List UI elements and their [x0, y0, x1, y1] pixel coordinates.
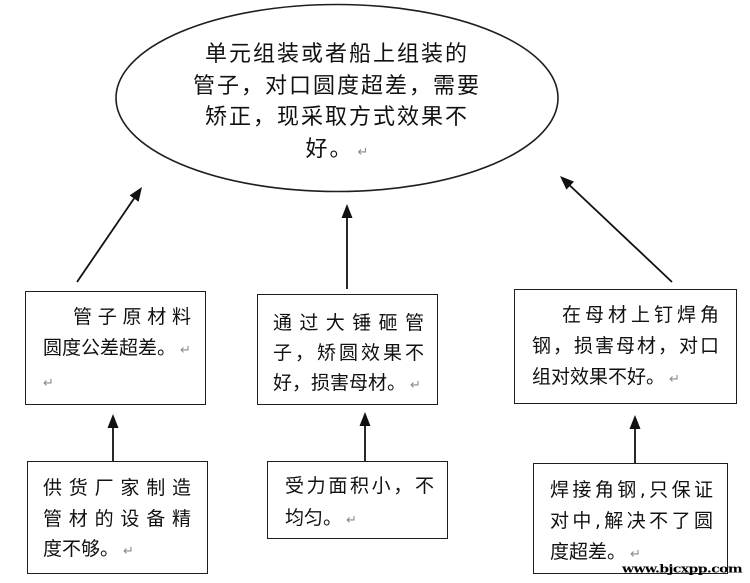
- paragraph-mark-icon: ↵: [410, 378, 421, 393]
- top-node-ellipse: [115, 3, 559, 193]
- arrow-center-to-top: [341, 204, 353, 289]
- box-line: 焊接角钢,只保证: [550, 479, 713, 501]
- cause-box-angle-steel: 在母材上钉焊角 钢，损害母材，对口 组对效果不好。↵: [514, 289, 737, 404]
- box-line: 管材的设备精: [43, 507, 191, 530]
- root-cause-box-text: 焊接角钢,只保证 对中,解决不了圆 度超差。↵: [550, 475, 713, 570]
- watermark: www.bjcxpp.com: [622, 563, 743, 576]
- paragraph-mark-icon: ↵: [669, 372, 680, 387]
- paragraph-mark-icon: ↵: [346, 513, 357, 528]
- cause-box-text: 管子原材料 圆度公差超差。↵ ↵: [43, 302, 191, 399]
- top-node-line: 单元组装或者船上组装的: [204, 42, 469, 67]
- box-line: 组对效果不好。↵: [532, 362, 719, 395]
- box-line: 均匀。↵: [285, 502, 434, 537]
- box-line-text: 度不够。: [43, 538, 120, 560]
- top-node-line-text: 好。: [305, 136, 354, 162]
- top-node-line: 好。↵: [117, 134, 557, 169]
- root-cause-box-force-area: 受力面积小，不 均匀。↵: [267, 461, 448, 539]
- box-line: 钢，损害母材，对口: [532, 335, 719, 357]
- box-line: 受力面积小，不: [285, 475, 434, 497]
- arrow-bottom-center-to-middle-center: [359, 412, 371, 461]
- box-line-text: 组对效果不好。: [532, 366, 666, 388]
- paragraph-mark-icon: ↵: [180, 343, 191, 358]
- box-line: 在母材上钉焊角: [562, 304, 719, 326]
- box-line-text: 好，损害母材。: [273, 372, 407, 394]
- box-line: ↵: [43, 366, 191, 399]
- cause-box-text: 通过大锤砸管 子，矫圆效果不 好，损害母材。↵: [273, 308, 424, 401]
- box-line: 子，矫圆效果不: [273, 342, 424, 364]
- root-cause-box-supplier: 供货厂家制造 管材的设备精 度不够。↵: [27, 461, 208, 574]
- box-line-text: 度超差。: [550, 541, 627, 563]
- box-line: 度超差。↵: [550, 537, 713, 570]
- box-line-text: 均匀。: [285, 507, 343, 529]
- cause-box-hammer: 通过大锤砸管 子，矫圆效果不 好，损害母材。↵: [257, 294, 438, 405]
- paragraph-mark-icon: ↵: [43, 376, 54, 391]
- arrow-bottom-right-to-middle-right: [629, 415, 641, 463]
- box-line: 通过大锤砸管: [273, 312, 424, 334]
- paragraph-mark-icon: ↵: [357, 144, 369, 160]
- arrow-bottom-left-to-middle-left: [107, 414, 119, 461]
- box-line: 度不够。↵: [43, 534, 191, 568]
- arrow-left-to-top: [76, 187, 142, 283]
- root-cause-box-text: 受力面积小，不 均匀。↵: [285, 470, 434, 537]
- root-cause-box-welding: 焊接角钢,只保证 对中,解决不了圆 度超差。↵: [533, 463, 728, 574]
- cause-box-raw-material: 管子原材料 圆度公差超差。↵ ↵: [25, 291, 206, 405]
- box-line: 圆度公差超差。↵: [43, 333, 191, 366]
- box-line: 好，损害母材。↵: [273, 368, 424, 401]
- arrow-right-to-top: [560, 176, 673, 283]
- box-line: 对中,解决不了圆: [550, 510, 713, 532]
- root-cause-box-text: 供货厂家制造 管材的设备精 度不够。↵: [43, 473, 191, 568]
- cause-box-text: 在母材上钉焊角 钢，损害母材，对口 组对效果不好。↵: [532, 300, 719, 395]
- box-line-text: 圆度公差超差。: [43, 337, 177, 359]
- top-node-line: 矫正，现采取方式效果不: [204, 105, 469, 130]
- top-node-text: 单元组装或者船上组装的 管子，对口圆度超差，需要 矫正，现采取方式效果不 好。↵: [117, 39, 557, 168]
- box-line: 管子原材料: [73, 306, 191, 328]
- paragraph-mark-icon: ↵: [630, 547, 641, 562]
- paragraph-mark-icon: ↵: [123, 544, 134, 559]
- box-line: 供货厂家制造: [43, 477, 191, 499]
- top-node-line: 管子，对口圆度超差，需要: [192, 73, 481, 99]
